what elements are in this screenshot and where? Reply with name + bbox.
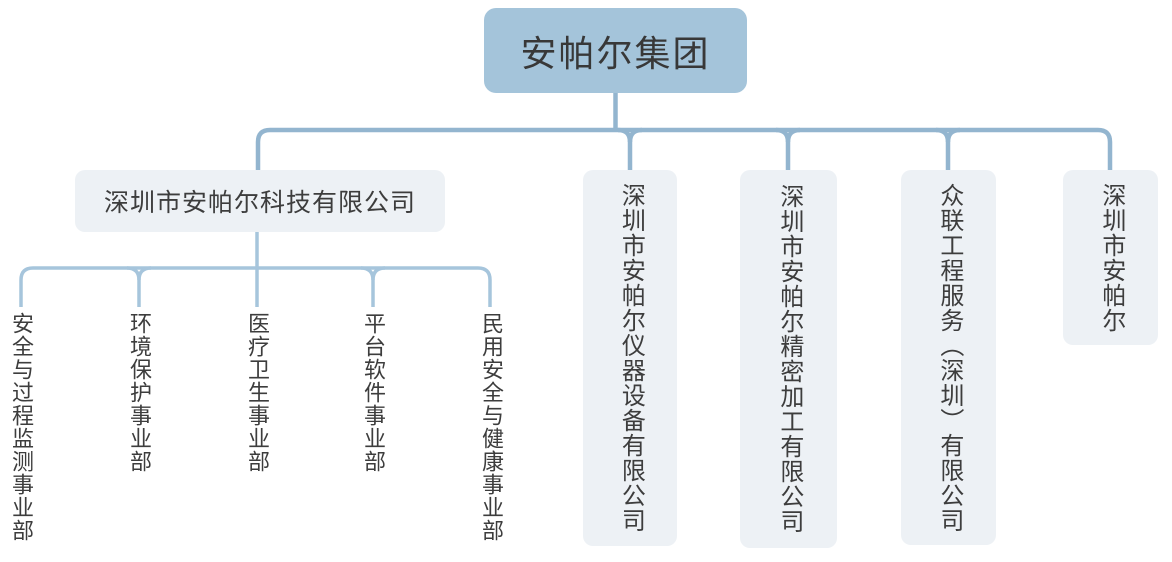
level1-connectors (255, 91, 1113, 170)
org-node-department-safety-monitoring: 安全与过程监测事业部 (9, 312, 34, 542)
org-node-company-instruments: 深圳市安帕尔仪器设备有限公司 (583, 170, 677, 546)
org-node-root: 安帕尔集团 (484, 8, 747, 93)
org-node-company-engineering: 众联工程服务（深圳）有限公司 (901, 170, 996, 545)
org-node-department-environment: 环境保护事业部 (127, 312, 152, 473)
org-node-department-medical: 医疗卫生事业部 (245, 312, 270, 473)
org-node-company-tech: 深圳市安帕尔科技有限公司 (75, 170, 445, 232)
org-node-department-civil-safety-health: 民用安全与健康事业部 (479, 312, 504, 542)
org-node-department-platform-software: 平台软件事业部 (361, 312, 386, 473)
org-node-company-anpaer: 深圳市安帕尔 (1063, 170, 1158, 345)
org-node-company-precision: 深圳市安帕尔精密加工有限公司 (740, 170, 837, 548)
level2-connectors (19, 232, 492, 307)
